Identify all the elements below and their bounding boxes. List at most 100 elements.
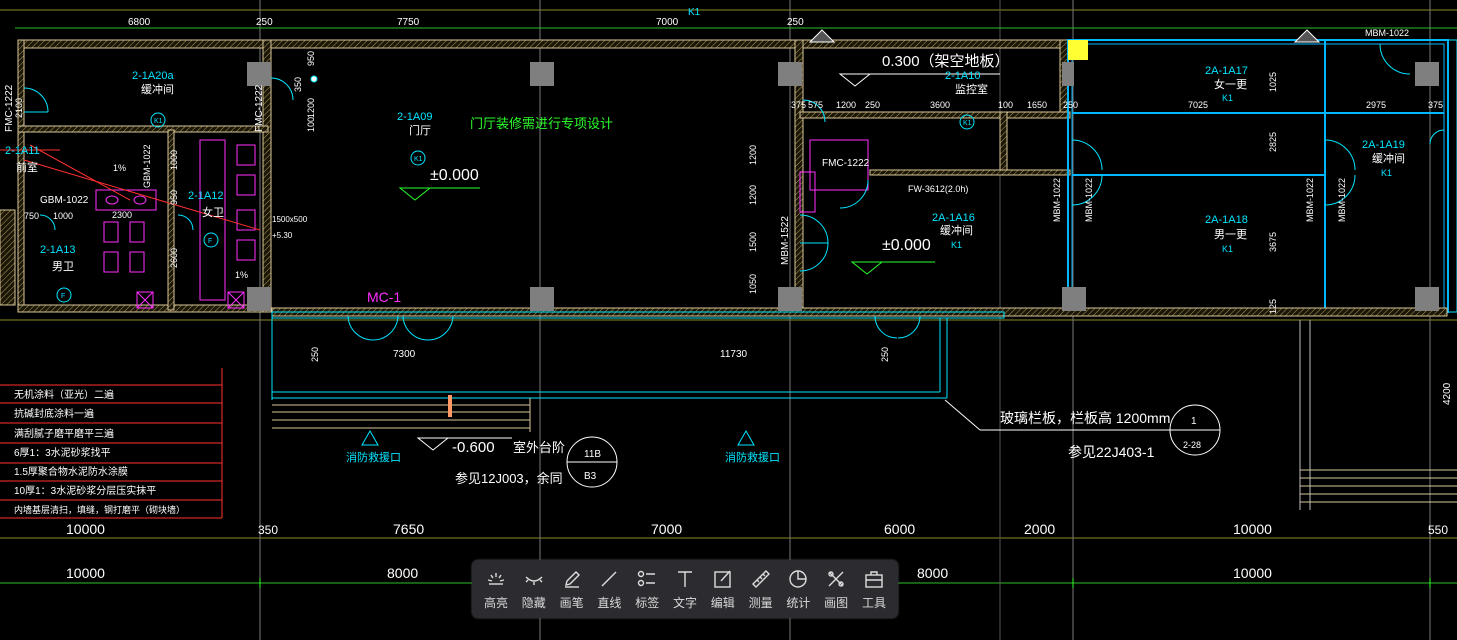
tag-icon <box>636 568 658 590</box>
room-1a16-name: 缓冲间 <box>940 223 973 237</box>
svg-text:7650: 7650 <box>393 521 424 537</box>
svg-text:1650: 1650 <box>1027 100 1047 110</box>
svg-text:2300: 2300 <box>112 210 132 220</box>
svg-text:2000: 2000 <box>1024 521 1055 537</box>
door-fmc-right: FMC-1222 <box>822 158 870 169</box>
stats-icon <box>787 568 809 590</box>
svg-text:950: 950 <box>169 190 179 205</box>
svg-text:250: 250 <box>865 100 880 110</box>
toolbar-label: 文字 <box>672 596 697 610</box>
door-mc1: MC-1 <box>367 289 401 305</box>
svg-text:100: 100 <box>306 117 316 132</box>
door-gbm: GBM-1022 <box>40 195 89 206</box>
toolbar-button-stats[interactable]: 统计 <box>779 568 817 611</box>
top-tag-k1: K1 <box>688 7 701 18</box>
svg-text:1200: 1200 <box>748 145 758 165</box>
room-1a11-code: 2-1A11 <box>5 145 40 157</box>
room-1a20a-code: 2-1A20a <box>132 70 174 82</box>
toolbar-button-draw[interactable]: 画图 <box>817 568 855 611</box>
svg-text:3675: 3675 <box>1268 232 1278 252</box>
room-1a17-name: 女一更 <box>1214 77 1247 91</box>
svg-text:1500x500: 1500x500 <box>272 215 308 224</box>
svg-text:1200: 1200 <box>306 98 316 118</box>
toolbar-button-text[interactable]: 文字 <box>666 568 704 611</box>
svg-text:11730: 11730 <box>720 349 748 360</box>
room-1a16-tag: K1 <box>951 240 962 250</box>
door-mbm-c: MBM-1022 <box>1305 178 1315 222</box>
room-1a16-level: ±0.000 <box>882 237 931 254</box>
legend-line-7: 内墙基层清扫，填缝，钢打磨平（砌块墙） <box>14 504 185 515</box>
top-dim-7750: 7750 <box>397 17 420 28</box>
svg-text:550: 550 <box>1428 523 1448 537</box>
room-1a12-name: 女卫 <box>202 205 224 219</box>
top-dim-7000: 7000 <box>656 17 679 28</box>
rail-note: 玻璃栏板，栏板高 1200mm <box>1000 410 1170 426</box>
room-1a09-code: 2-1A09 <box>397 111 432 123</box>
materials-legend-table <box>0 368 223 519</box>
room-1a12-code: 2-1A12 <box>188 190 223 202</box>
toolbar-button-highlight[interactable]: 高亮 <box>477 568 515 611</box>
toolbar-button-toolbox[interactable]: 工具 <box>855 568 893 611</box>
svg-text:1200: 1200 <box>836 100 856 110</box>
svg-text:250: 250 <box>310 347 320 362</box>
fire-rescue-label-1: 消防救援口 <box>346 450 401 464</box>
toolbar-label: 统计 <box>786 596 811 610</box>
room-1a09-note: 门厅装修需进行专项设计 <box>470 116 613 131</box>
svg-text:1%: 1% <box>113 163 126 173</box>
svg-text:10000: 10000 <box>66 565 105 581</box>
svg-text:7025: 7025 <box>1188 100 1208 110</box>
top-dim-250a: 250 <box>256 17 273 28</box>
svg-text:250: 250 <box>1063 100 1078 110</box>
svg-text:575: 575 <box>808 100 823 110</box>
fire-rescue-label-2: 消防救援口 <box>725 450 780 464</box>
toolbar-button-hide[interactable]: 隐藏 <box>515 568 553 611</box>
room-1a13-code: 2-1A13 <box>40 244 75 256</box>
svg-text:250: 250 <box>880 347 890 362</box>
fire-rescue-icons <box>361 29 1321 446</box>
svg-text:8000: 8000 <box>387 565 418 581</box>
step-ref: 参见12J003，余同 <box>455 471 563 486</box>
svg-text:1000: 1000 <box>53 211 73 221</box>
toolbar-button-line[interactable]: 直线 <box>591 568 629 611</box>
svg-text:4200: 4200 <box>1442 382 1453 405</box>
edit-icon <box>712 568 734 590</box>
storefront-frame <box>271 311 1005 400</box>
room-1a18-code: 2A-1A18 <box>1205 214 1248 226</box>
room-1a17-tag: K1 <box>1222 93 1233 103</box>
red-annotation-lines <box>0 144 261 231</box>
door-fm-mid: FMC-1222 <box>254 84 265 132</box>
toolbar-button-tag[interactable]: 标签 <box>628 568 666 611</box>
toolbar-button-edit[interactable]: 编辑 <box>704 568 742 611</box>
legend-line-4: 6厚1：3水泥砂浆找平 <box>14 446 111 459</box>
room-1a19-code: 2A-1A19 <box>1362 139 1405 151</box>
highlight-icon <box>485 568 507 590</box>
svg-text:2600: 2600 <box>169 248 179 268</box>
svg-text:1050: 1050 <box>748 274 758 294</box>
svg-text:6000: 6000 <box>884 521 915 537</box>
toolbar-label: 画笔 <box>559 596 584 610</box>
top-dim-6800: 6800 <box>128 17 151 28</box>
room-1a17-code: 2A-1A17 <box>1205 65 1248 77</box>
svg-text:1200: 1200 <box>748 185 758 205</box>
svg-text:K1: K1 <box>154 118 163 125</box>
top-dimension-row: 6800 250 7750 7000 250 K1 <box>15 7 1457 29</box>
toolbar-button-measure[interactable]: 测量 <box>742 568 780 611</box>
svg-text:1500: 1500 <box>748 232 758 252</box>
svg-text:950: 950 <box>306 51 316 66</box>
toolbar-label: 画图 <box>824 596 849 610</box>
svg-text:1: 1 <box>1191 416 1197 427</box>
svg-text:375: 375 <box>791 100 806 110</box>
svg-text:350: 350 <box>258 523 278 537</box>
door-mbm-a: MBM-1022 <box>1052 178 1062 222</box>
level-markers <box>398 73 1221 488</box>
room-1a10-level: 0.300（架空地板） <box>882 52 1010 70</box>
svg-text:2-28: 2-28 <box>1183 440 1201 450</box>
hide-icon <box>523 568 545 590</box>
toolbar-button-pen[interactable]: 画笔 <box>553 568 591 611</box>
svg-text:2825: 2825 <box>1268 132 1278 152</box>
top-dim-250b: 250 <box>787 17 804 28</box>
room-1a18-name: 男一更 <box>1214 229 1247 241</box>
doors <box>23 43 1445 341</box>
svg-text:2100: 2100 <box>14 98 24 118</box>
